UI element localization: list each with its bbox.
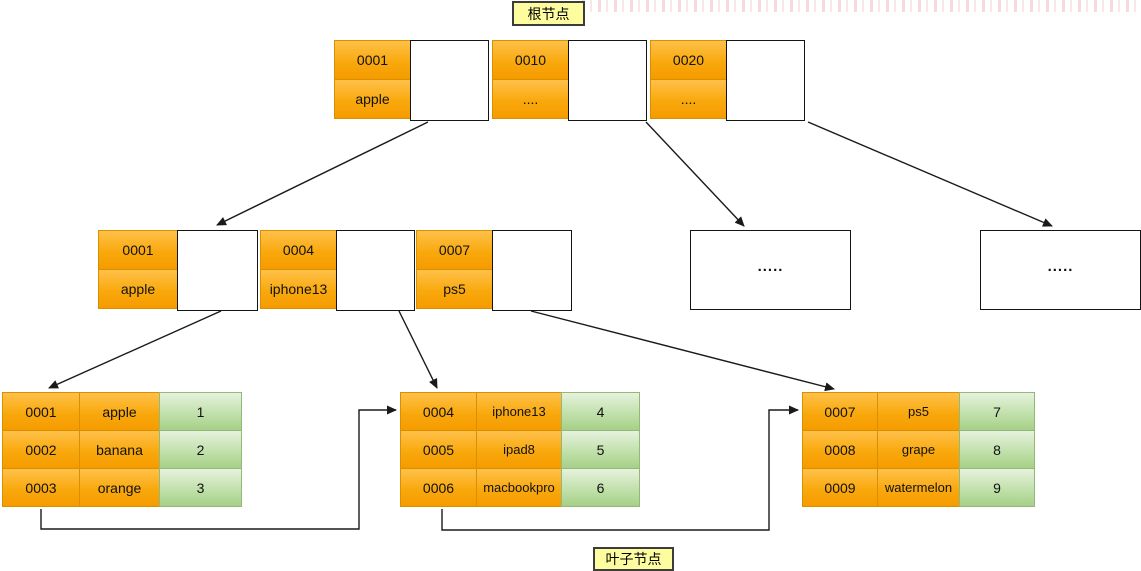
value-cell: .... (650, 79, 727, 119)
key-value-cell: 0001 apple (98, 230, 178, 311)
watermark-artifact-strip (582, 0, 1141, 12)
leaf-name-cell: watermelon (877, 468, 960, 507)
leaf-row: 0001 apple 1 (2, 392, 242, 431)
leaf-node-table: 0007 ps5 7 0008 grape 8 0009 watermelon … (802, 392, 1035, 507)
key-cell: 0020 (650, 40, 727, 80)
leaf-id-cell: 0004 (400, 392, 477, 431)
leaf-row: 0002 banana 2 (2, 430, 242, 469)
child-pointer-box (492, 230, 572, 311)
leaf-node-label: 叶子节点 (593, 547, 674, 571)
collapsed-node-text: ..... (757, 257, 784, 275)
child-pointer-box (177, 230, 258, 311)
leaf-value-cell: 3 (159, 468, 242, 507)
value-cell: apple (98, 269, 178, 309)
arrow-internal-to-leaf-3 (530, 310, 835, 392)
key-value-cell: 0001 apple (334, 40, 411, 121)
internal-entry: 0001 apple (98, 230, 258, 311)
internal-entry: 0004 iphone13 (260, 230, 415, 311)
key-value-cell: 0007 ps5 (416, 230, 493, 311)
leaf-name-cell: iphone13 (476, 392, 562, 431)
root-entry: 0010 .... (492, 40, 647, 121)
leaf-row: 0004 iphone13 4 (400, 392, 640, 431)
key-cell: 0010 (492, 40, 569, 80)
leaf-id-cell: 0007 (802, 392, 878, 431)
leaf-node-table: 0004 iphone13 4 0005 ipad8 5 0006 macboo… (400, 392, 640, 507)
collapsed-node-box: ..... (980, 230, 1141, 310)
leaf-name-cell: apple (79, 392, 160, 431)
leaf-name-cell: ipad8 (476, 430, 562, 469)
value-cell: iphone13 (260, 269, 337, 309)
leaf-id-cell: 0001 (2, 392, 80, 431)
child-pointer-box (568, 40, 647, 121)
leaf-name-cell: macbookpro (476, 468, 562, 507)
leaf-row: 0008 grape 8 (802, 430, 1035, 469)
leaf-id-cell: 0005 (400, 430, 477, 469)
leaf-name-cell: ps5 (877, 392, 960, 431)
root-node-label: 根节点 (512, 1, 585, 26)
value-cell: .... (492, 79, 569, 119)
leaf-id-cell: 0009 (802, 468, 878, 507)
key-cell: 0004 (260, 230, 337, 270)
key-cell: 0007 (416, 230, 493, 270)
leaf-id-cell: 0006 (400, 468, 477, 507)
leaf-name-cell: grape (877, 430, 960, 469)
leaf-row: 0006 macbookpro 6 (400, 468, 640, 507)
leaf-value-cell: 8 (959, 430, 1035, 469)
leaf-row: 0003 orange 3 (2, 468, 242, 507)
leaf-row: 0009 watermelon 9 (802, 468, 1035, 507)
child-pointer-box (726, 40, 805, 121)
leaf-row: 0007 ps5 7 (802, 392, 1035, 431)
arrow-internal-to-leaf-2 (398, 310, 438, 389)
leaf-name-cell: orange (79, 468, 160, 507)
leaf-value-cell: 7 (959, 392, 1035, 431)
arrow-root-to-collapsed-1 (645, 121, 745, 227)
key-cell: 0001 (98, 230, 178, 270)
leaf-node-table: 0001 apple 1 0002 banana 2 0003 orange 3 (2, 392, 242, 507)
collapsed-node-box: ..... (690, 230, 851, 310)
collapsed-node-text: ..... (1047, 257, 1074, 275)
internal-entry: 0007 ps5 (416, 230, 572, 311)
value-cell: apple (334, 79, 411, 119)
leaf-name-cell: banana (79, 430, 160, 469)
leaf-value-cell: 5 (561, 430, 640, 469)
key-value-cell: 0020 .... (650, 40, 727, 121)
root-entry: 0001 apple (334, 40, 489, 121)
leaf-value-cell: 9 (959, 468, 1035, 507)
child-pointer-box (410, 40, 489, 121)
leaf-value-cell: 4 (561, 392, 640, 431)
leaf-id-cell: 0003 (2, 468, 80, 507)
arrow-internal-to-leaf-1 (48, 310, 222, 389)
leaf-value-cell: 1 (159, 392, 242, 431)
value-cell: ps5 (416, 269, 493, 309)
root-entry: 0020 .... (650, 40, 805, 121)
child-pointer-box (336, 230, 415, 311)
leaf-row: 0005 ipad8 5 (400, 430, 640, 469)
leaf-value-cell: 2 (159, 430, 242, 469)
arrow-root-to-internal (216, 121, 429, 226)
key-cell: 0001 (334, 40, 411, 80)
key-value-cell: 0010 .... (492, 40, 569, 121)
arrow-root-to-collapsed-2 (807, 121, 1053, 227)
key-value-cell: 0004 iphone13 (260, 230, 337, 311)
leaf-value-cell: 6 (561, 468, 640, 507)
leaf-id-cell: 0008 (802, 430, 878, 469)
leaf-id-cell: 0002 (2, 430, 80, 469)
